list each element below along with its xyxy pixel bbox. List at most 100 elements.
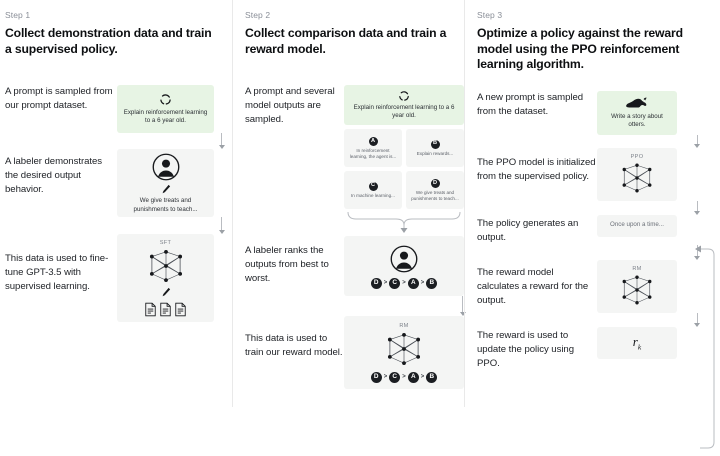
step-3-graphic-prompt: Write a story about otters.: [597, 90, 677, 135]
output-text-a: In reinforcement learning, the agent is.…: [349, 147, 397, 159]
step-1-column: Step 1 Collect demonstration data and tr…: [0, 0, 232, 407]
step-3-caption-2: The PPO model is initialized from the su…: [477, 156, 596, 182]
documents-icon: [144, 302, 187, 317]
arrow-down-icon: [216, 133, 227, 149]
rm-rank-badge-1: D: [370, 371, 382, 383]
step-1-row-prompt: A prompt is sampled from our prompt data…: [5, 85, 232, 133]
step-2-title: Collect comparison data and train a rewa…: [245, 26, 447, 56]
step-3-row-rm: The reward model calculates a reward for…: [477, 259, 720, 313]
step-1-graphic-labeler: We give treats and punishments to teach.…: [117, 149, 214, 217]
step-1-rows: A prompt is sampled from our prompt data…: [5, 85, 232, 322]
rank-separator: >: [420, 280, 425, 286]
arrow-down-icon: [692, 312, 703, 327]
output-text-c: In machine learning...: [351, 192, 395, 198]
step-3-row-prompt: A new prompt is sampled from the dataset…: [477, 90, 720, 135]
rank-badge-2: C: [389, 277, 401, 289]
rank-badge-4: B: [426, 277, 438, 289]
output-box-d: D We give treats and punishments to teac…: [406, 171, 464, 209]
sft-model-box: SFT: [117, 234, 214, 322]
step-2-row-rm: This data is used to train our reward mo…: [245, 316, 464, 389]
step-3-caption-4: The reward model calculates a reward for…: [477, 266, 589, 307]
rm-rank-badge-3: A: [407, 371, 419, 383]
step-2-graphic-ranking: D > C > A > B: [344, 236, 464, 296]
output-badge-a: A: [368, 136, 378, 146]
connector-3b: [477, 200, 720, 215]
arrow-down-icon: [692, 200, 703, 215]
step-3-label: Step 3: [477, 10, 503, 20]
step-2-caption-2: A labeler ranks the outputs from best to…: [245, 245, 329, 285]
rm-label: RM: [399, 322, 409, 329]
prompt-box-2: Explain reinforcement learning to a 6 ye…: [344, 85, 464, 125]
neural-network-icon: [617, 273, 657, 307]
output-text-d: We give treats and punishments to teach.…: [411, 189, 459, 201]
arrow-down-icon: [692, 134, 703, 148]
rm-rank-badge-2: C: [389, 371, 401, 383]
step-2-graphic-rm: RM: [344, 316, 464, 389]
step-2-graphic-sampling: Explain reinforcement learning to a 6 ye…: [344, 85, 464, 234]
rank-separator: >: [383, 280, 388, 286]
output-badge-b: B: [430, 139, 440, 149]
otter-icon: [624, 96, 650, 110]
step-1-caption-1: A prompt is sampled from our prompt data…: [5, 86, 113, 112]
step-2-row-ranking: A labeler ranks the outputs from best to…: [245, 236, 464, 296]
pencil-icon: [161, 287, 171, 298]
rank-separator: >: [402, 280, 406, 286]
policy-output-box: Once upon a time...: [597, 214, 677, 237]
prompt-box-3-text: Write a story about otters.: [611, 112, 663, 128]
ranking-order: D > C > A > B: [370, 277, 438, 289]
connector-3c: [477, 244, 720, 260]
sft-label: SFT: [159, 239, 172, 246]
recycle-icon: [159, 93, 172, 106]
reward-symbol: rk: [633, 334, 641, 352]
connector-1b: [5, 217, 326, 234]
step-3-graphic-ppo: PPO: [597, 147, 677, 201]
reward-symbol-subscript: k: [637, 342, 642, 352]
step-3-graphic-reward: rk: [597, 326, 677, 359]
output-box-c: C In machine learning...: [344, 171, 402, 209]
prompt-box-2-text: Explain reinforcement learning to a 6 ye…: [353, 103, 455, 119]
arrow-down-icon: [457, 296, 468, 316]
brace-funnel-icon: [344, 210, 464, 234]
ranking-box: D > C > A > B: [344, 236, 464, 296]
policy-output-text: Once upon a time...: [610, 221, 664, 229]
step-2-rows: A prompt and several model outputs are s…: [245, 85, 466, 389]
step-1-row-labeler: A labeler demonstrates the desired outpu…: [5, 149, 232, 217]
step-1-title: Collect demonstration data and train a s…: [5, 26, 212, 56]
labeler-box-1-text: We give treats and punishments to teach.…: [133, 197, 198, 213]
output-box-a: A In reinforcement learning, the agent i…: [344, 129, 402, 167]
step-2-column: Step 2 Collect comparison data and train…: [232, 0, 466, 407]
connector-1a: [5, 133, 326, 149]
pencil-icon: [161, 184, 171, 195]
step-1-caption-3: This data is used to fine-tune GPT-3.5 w…: [5, 253, 109, 293]
arrow-down-icon: [216, 217, 227, 234]
output-badge-c: C: [368, 181, 378, 191]
reward-model-box-3: RM: [597, 259, 677, 313]
step-3-caption-5: The reward is used to update the policy …: [477, 329, 574, 370]
recycle-icon: [398, 90, 410, 102]
output-text-b: Explain rewards...: [416, 150, 454, 156]
reward-symbol-base: r: [632, 334, 638, 350]
rank-badge-3: A: [407, 277, 419, 289]
step-3-caption-1: A new prompt is sampled from the dataset…: [477, 91, 584, 117]
rank-separator: >: [402, 374, 406, 380]
prompt-box-1: Explain reinforcement learning to a 6 ye…: [117, 85, 214, 133]
step-3-row-reward: The reward is used to update the policy …: [477, 326, 720, 372]
labeler-box-1: We give treats and punishments to teach.…: [117, 149, 214, 217]
step-1-label: Step 1: [5, 10, 31, 20]
step-3-row-ppo: The PPO model is initialized from the su…: [477, 147, 720, 201]
rank-separator: >: [420, 374, 425, 380]
prompt-box-1-text: Explain reinforcement learning to a 6 ye…: [123, 108, 208, 124]
step-3-rows: A new prompt is sampled from the dataset…: [477, 90, 720, 448]
step-2-label: Step 2: [245, 10, 271, 20]
step-1-caption-2: A labeler demonstrates the desired outpu…: [5, 156, 103, 196]
neural-network-icon: [144, 247, 188, 285]
step-3-title: Optimize a policy against the reward mod…: [477, 26, 683, 71]
person-icon: [151, 152, 181, 182]
connector-3a: [477, 134, 720, 148]
connector-3d: [477, 312, 720, 327]
reward-value-box: rk: [597, 326, 677, 359]
arrow-down-icon: [692, 244, 703, 260]
rm-ranking-order: D > C > A > B: [370, 371, 438, 383]
person-icon: [389, 244, 419, 274]
